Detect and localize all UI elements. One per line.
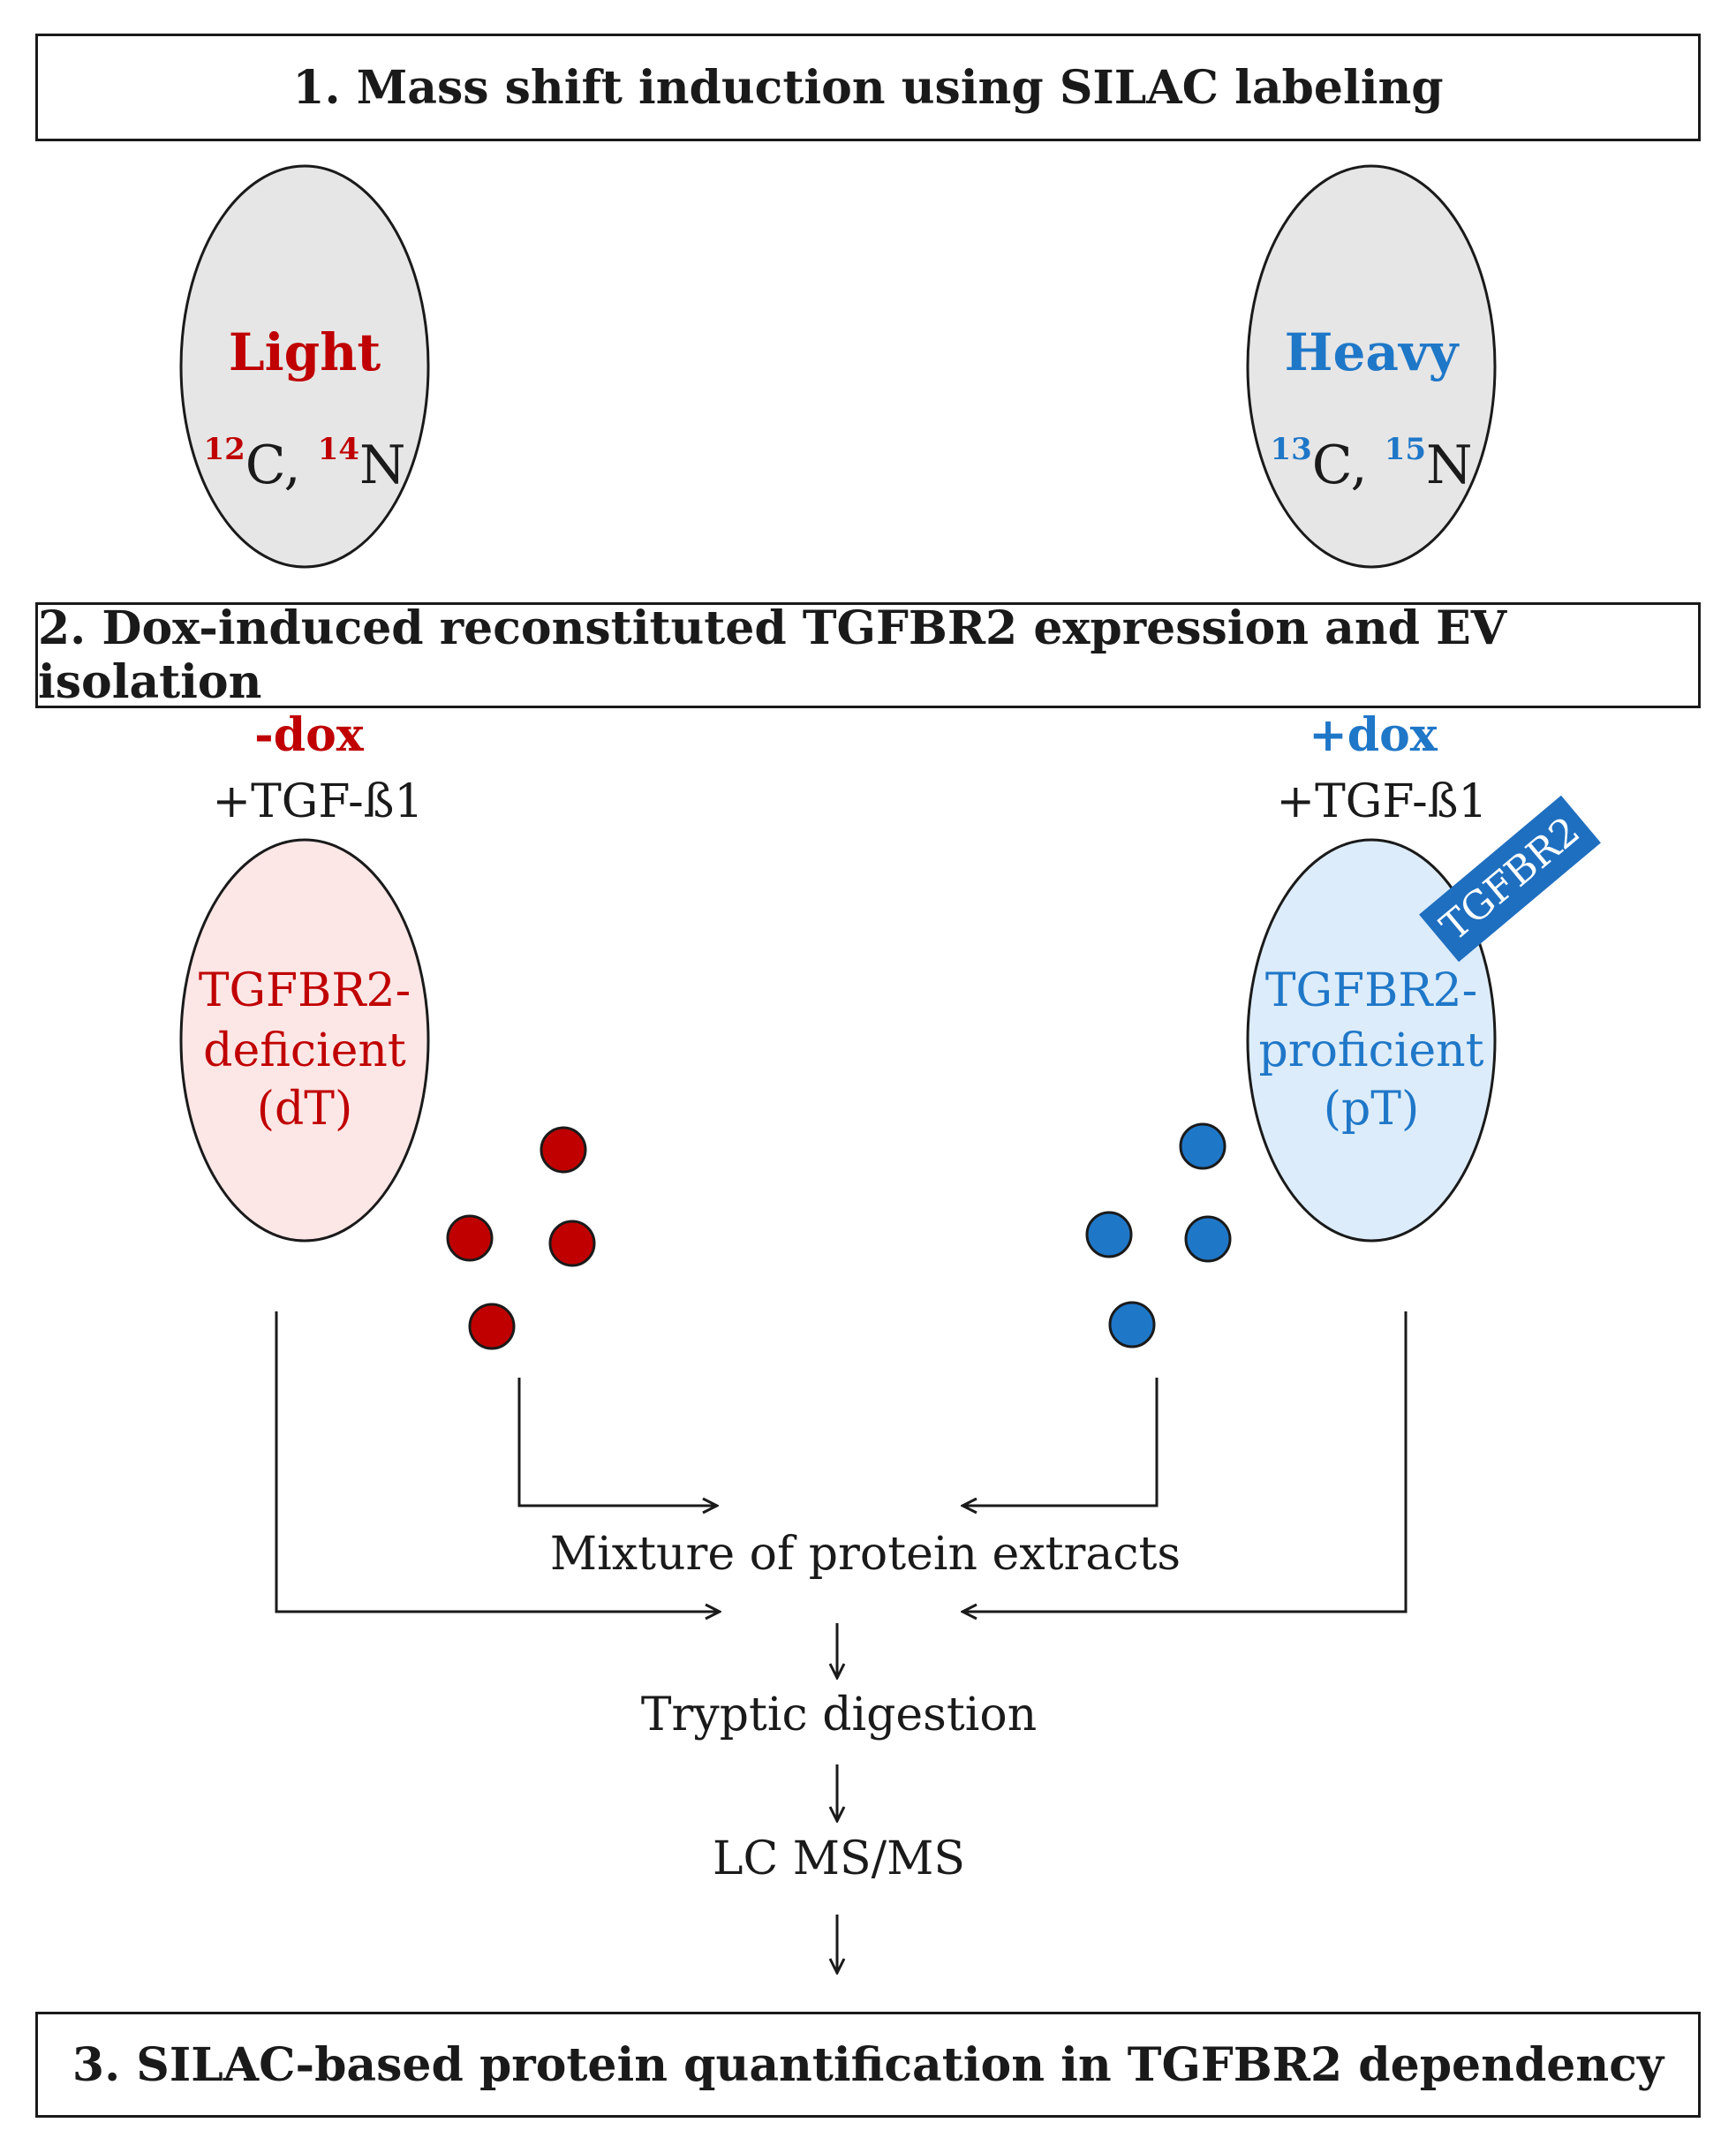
- ev-dot-blue: [1184, 1215, 1232, 1263]
- left-treatment-label: +TGF-ß1: [212, 775, 424, 828]
- heavy-isotopes: 13C, 15N: [1248, 432, 1495, 496]
- ev-dot-blue: [1108, 1301, 1156, 1348]
- ev-dot-red: [468, 1303, 516, 1350]
- light-label: Light: [228, 322, 381, 382]
- heavy-iso1-element: C,: [1311, 434, 1368, 496]
- light-isotopes: 12C, 14N: [181, 432, 428, 496]
- light-cell: [179, 164, 430, 569]
- heavy-label: Heavy: [1284, 322, 1459, 382]
- lcms-label: LC MS/MS: [712, 1832, 966, 1885]
- heavy-iso1-mass: 13: [1270, 432, 1312, 467]
- heavy-iso2-element: N: [1426, 434, 1473, 496]
- light-iso2-element: N: [359, 434, 406, 496]
- step3-box: 3. SILAC-based protein quantification in…: [35, 2012, 1701, 2118]
- step2-box: 2. Dox-induced reconstituted TGFBR2 expr…: [35, 601, 1701, 709]
- ev-dot-red: [446, 1214, 494, 1262]
- mixture-label: Mixture of protein extracts: [549, 1528, 1181, 1581]
- deficient-cell: [179, 838, 430, 1243]
- cell-right-arrow: [962, 1311, 1408, 1612]
- heavy-iso2-mass: 15: [1384, 432, 1427, 467]
- light-iso2-mass: 14: [317, 432, 360, 467]
- heavy-cell: [1246, 164, 1497, 569]
- step1-title: 1. Mass shift induction using SILAC labe…: [292, 60, 1444, 115]
- ev-blue-arrow: [962, 1378, 1159, 1506]
- proficient-line1: TGFBR2-: [1264, 964, 1478, 1017]
- ev-dot-red: [548, 1220, 596, 1267]
- right-treatment-label: +TGF-ß1: [1276, 775, 1488, 828]
- ev-dot-red: [540, 1126, 587, 1174]
- light-iso1-element: C,: [245, 434, 301, 496]
- step1-box: 1. Mass shift induction using SILAC labe…: [35, 34, 1701, 141]
- proficient-line2: proficient: [1258, 1024, 1484, 1077]
- deficient-line2: deficient: [203, 1024, 406, 1077]
- cell-left-arrow: [275, 1311, 720, 1612]
- deficient-line1: TGFBR2-: [198, 964, 411, 1017]
- ev-dot-blue: [1179, 1122, 1227, 1170]
- minus-dox-label: -dox: [254, 708, 364, 762]
- proficient-line3: (pT): [1323, 1083, 1420, 1136]
- ev-red-arrow: [517, 1378, 717, 1506]
- deficient-line3: (dT): [256, 1083, 353, 1136]
- step2-title: 2. Dox-induced reconstituted TGFBR2 expr…: [38, 601, 1507, 709]
- step3-title: 3. SILAC-based protein quantification in…: [72, 2037, 1664, 2092]
- light-iso1-mass: 12: [203, 432, 245, 467]
- plus-dox-label: +dox: [1309, 708, 1438, 762]
- ev-dot-blue: [1085, 1211, 1133, 1258]
- digestion-label: Tryptic digestion: [640, 1688, 1038, 1741]
- proficient-cell: [1246, 838, 1497, 1243]
